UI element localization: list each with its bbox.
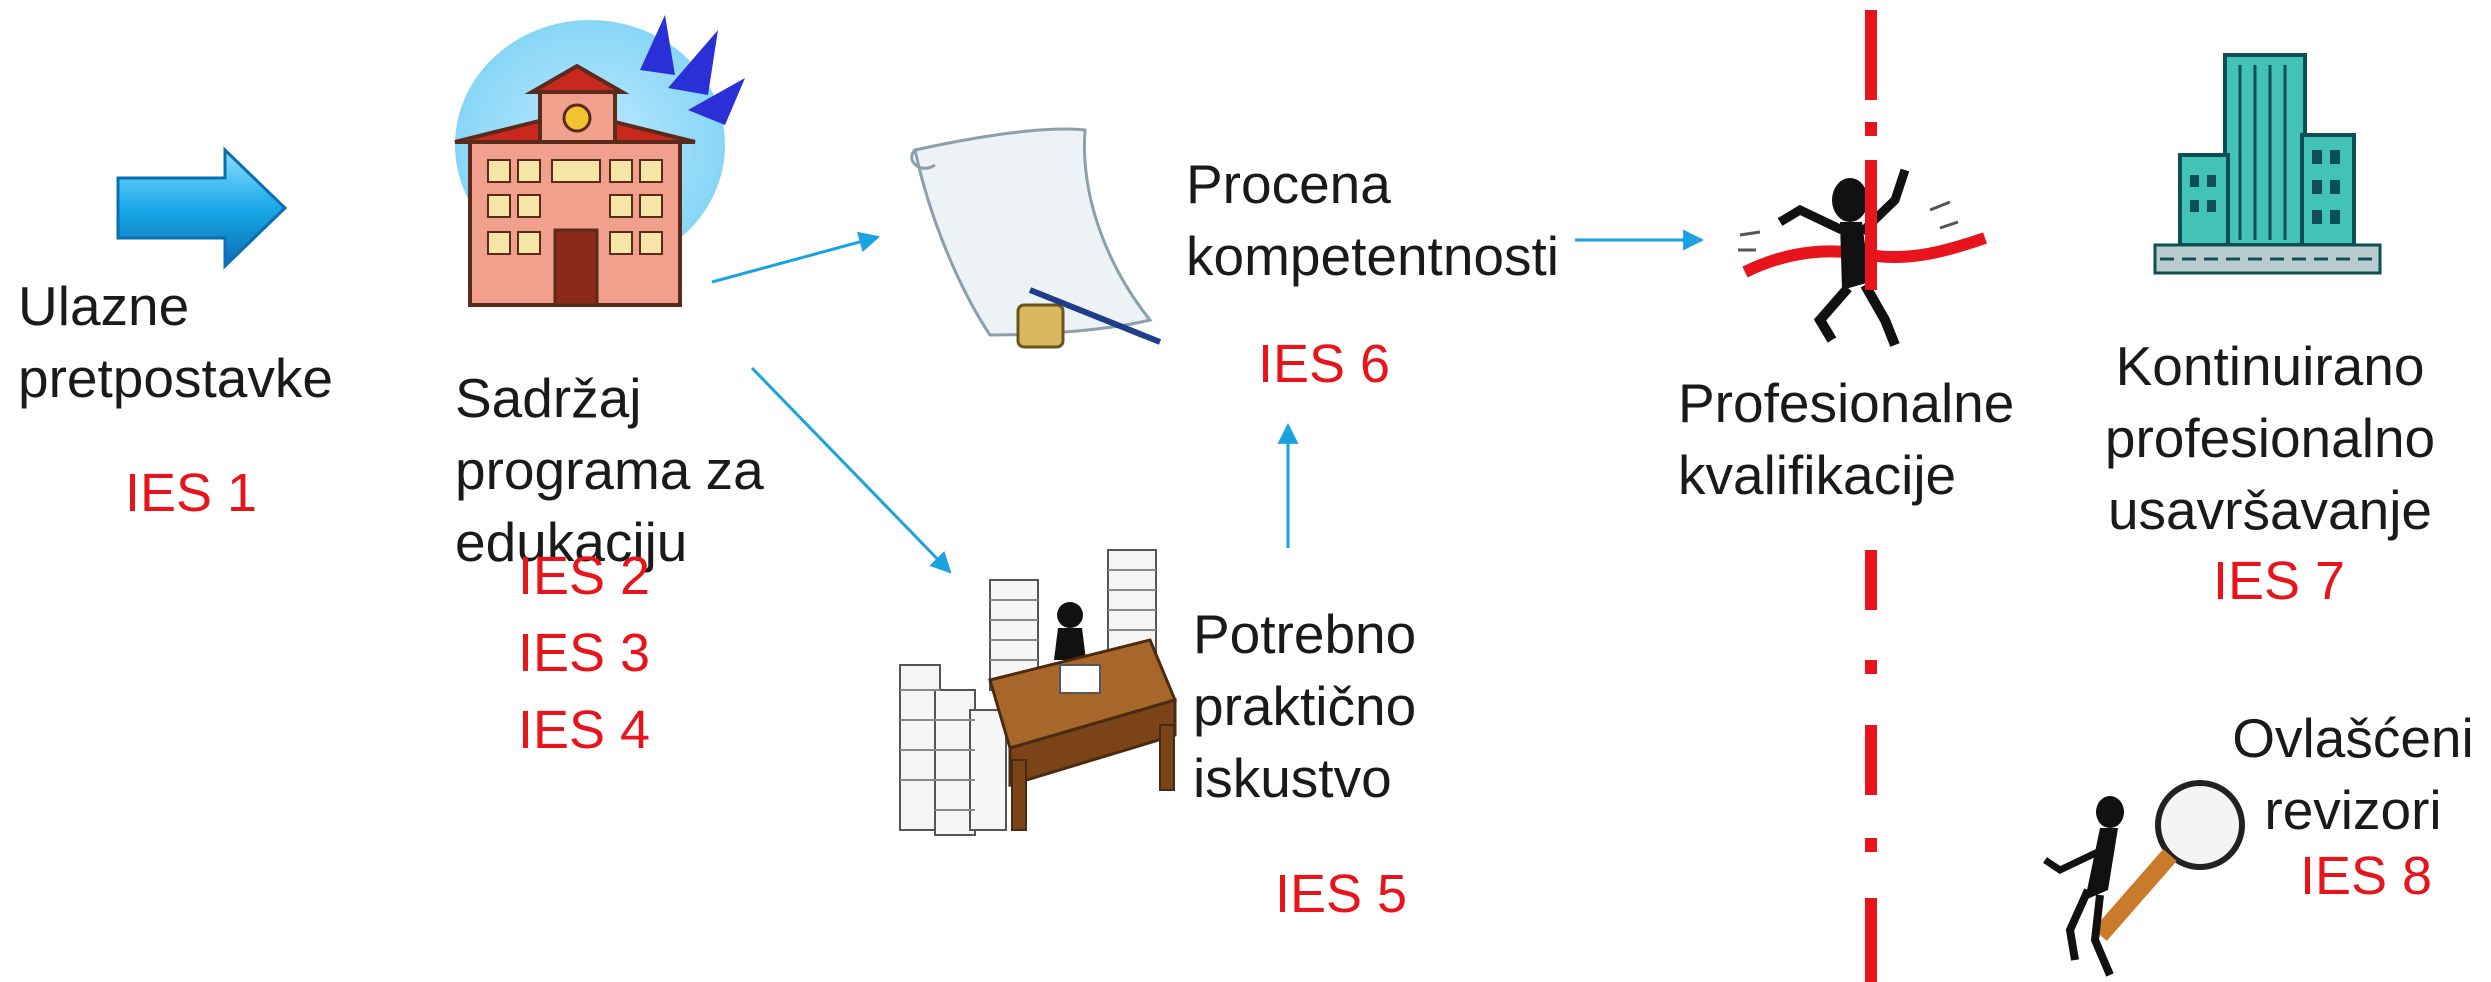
assessment-label: Procena kompetentnosti [1186,153,1559,287]
education-standard-2: IES 3 [518,623,651,683]
arrow-education-to-experience [750,366,952,574]
auditors-label: Ovlašćeni revizori [2232,707,2474,841]
education-standard-1: IES 2 [518,546,651,606]
school-building-icon [454,15,745,307]
desk-papers-icon [899,549,1178,836]
experience-label: Potrebno praktično iskustvo [1193,603,1417,809]
auditors-standard: IES 8 [2300,846,2433,906]
arrow-education-to-assessment [711,231,881,284]
divider-line [1865,10,1877,982]
assessment-standard: IES 6 [1258,334,1391,394]
experience-standard: IES 5 [1275,864,1408,924]
cpd-label: Kontinuirano profesionalno usavršavanje [2104,335,2436,541]
office-tower-icon [2153,53,2382,275]
education-standard-3: IES 4 [518,700,651,760]
education-label: Sadržaj programa za edukaciju [455,367,764,573]
right-arrow-icon [116,146,288,270]
cpd-standard: IES 7 [2213,551,2346,611]
inputs-standard: IES 1 [125,463,258,523]
finish-line-runner-icon [1738,168,1987,347]
qualification-label: Profesionalne kvalifikacije [1678,372,2015,506]
magnifier-person-icon [2043,780,2245,977]
scroll-quill-icon [910,127,1162,349]
inputs-label: Ulazne pretpostavke [18,275,333,409]
